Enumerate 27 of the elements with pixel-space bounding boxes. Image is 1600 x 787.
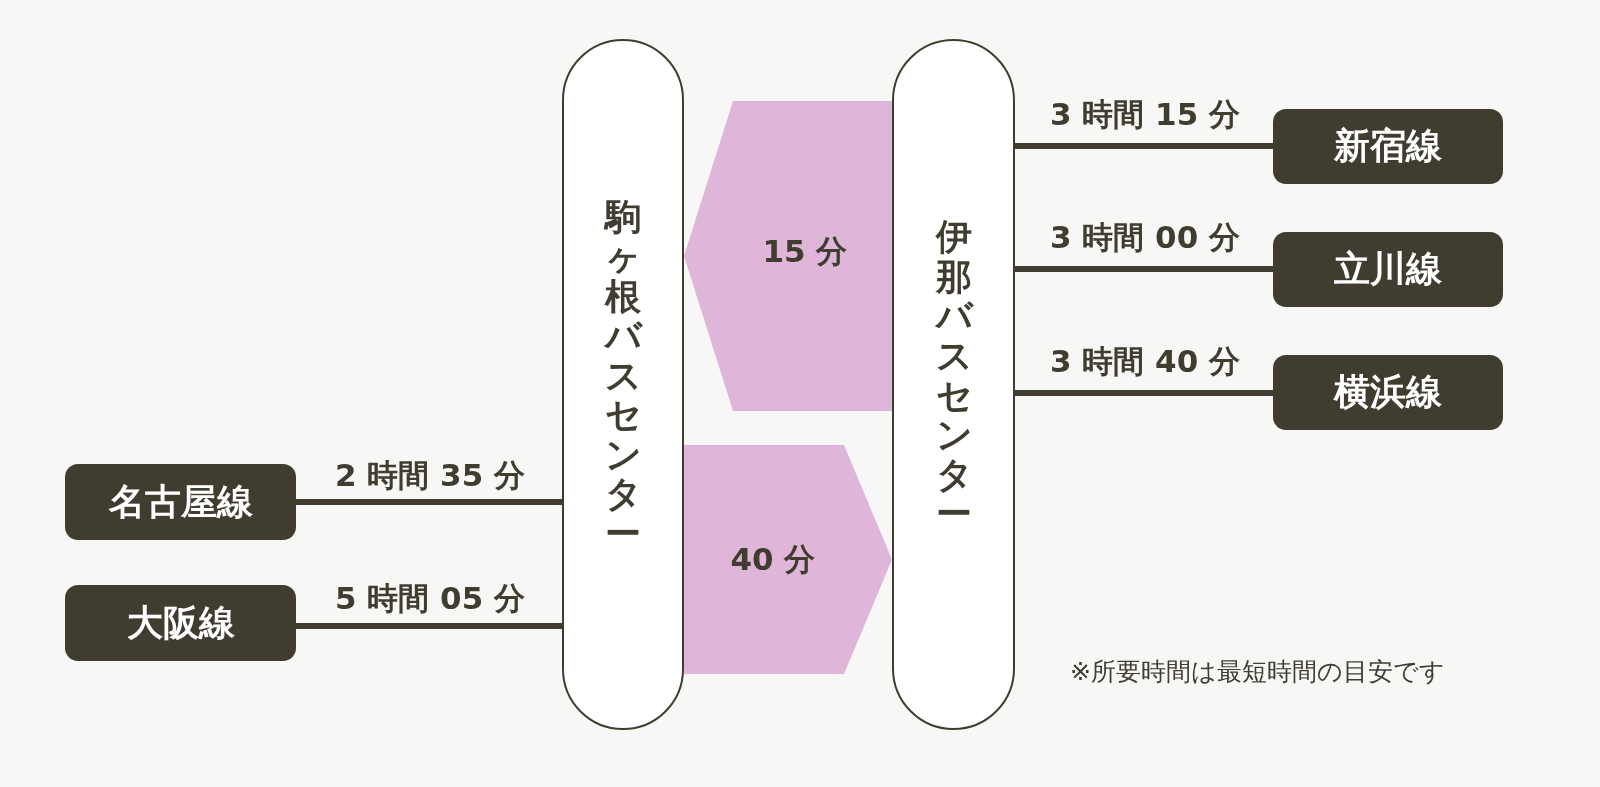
edge-label: 40 分 bbox=[730, 541, 816, 579]
edge-label: 3 時間 15 分 bbox=[1049, 96, 1241, 134]
edge-label: 5 時間 05 分 bbox=[334, 580, 526, 618]
route-box bbox=[1273, 109, 1503, 184]
route-box bbox=[65, 464, 296, 540]
edge-label: 2 時間 35 分 bbox=[334, 457, 526, 495]
route-name: 横浜線 bbox=[1334, 370, 1442, 414]
connector-line bbox=[296, 623, 562, 629]
block-arrow bbox=[684, 101, 892, 411]
connector-line bbox=[1015, 390, 1273, 396]
route-name: 立川線 bbox=[1334, 247, 1442, 291]
connector-line bbox=[1015, 266, 1273, 272]
route-box bbox=[1273, 355, 1503, 430]
route-box bbox=[65, 585, 296, 661]
route-name: 大阪線 bbox=[126, 600, 235, 645]
route-name: 新宿線 bbox=[1334, 124, 1442, 168]
block-arrow bbox=[684, 445, 892, 674]
bus-center-name: 伊那バスセンター bbox=[935, 217, 972, 534]
connector-line bbox=[296, 499, 562, 505]
route-box bbox=[1273, 232, 1503, 307]
route-name: 名古屋線 bbox=[108, 479, 253, 524]
edge-label: 15 分 bbox=[762, 233, 848, 271]
connector-line bbox=[1015, 143, 1273, 149]
bus-center-name: 駒ヶ根バスセンター bbox=[605, 197, 641, 554]
edge-label: 3 時間 40 分 bbox=[1049, 343, 1241, 381]
footnote: ※所要時間は最短時間の目安です bbox=[1070, 657, 1445, 687]
edge-label: 3 時間 00 分 bbox=[1049, 219, 1241, 257]
